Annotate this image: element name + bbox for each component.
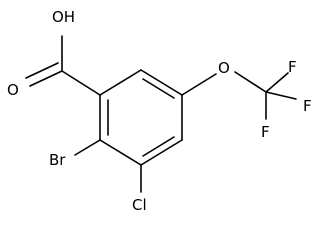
bond-carboxyl-to-carbonyl-oxygen: [29, 70, 63, 87]
ring-bond-c2-c3: [99, 139, 142, 166]
benzene-ring: [99, 69, 183, 166]
ring-bond-c6-c1: [99, 69, 142, 96]
ring-double-bond-c5-c6: [142, 78, 175, 99]
bond-carboxyl-to-carbonyl-oxygen-double: [25, 62, 59, 79]
fluorine-bottom-label: F: [261, 123, 270, 141]
bromine-label: Br: [49, 151, 66, 169]
bond-ether-oxygen-to-cf3-carbon: [234, 71, 267, 93]
chlorine-substituent: Cl: [132, 164, 147, 214]
bond-cf3-to-fluorine-top: [265, 72, 289, 93]
carboxylic-acid-group: OH O: [7, 8, 101, 99]
ether-oxygen-label: O: [218, 59, 230, 77]
fluorine-right-label: F: [303, 97, 312, 115]
bond-ring-to-bromine: [74, 139, 101, 156]
ring-bond-c3-c4: [140, 139, 183, 166]
chlorine-label: Cl: [132, 196, 147, 214]
fluorine-top-label: F: [288, 58, 297, 76]
bromine-substituent: Br: [49, 139, 101, 169]
carbonyl-oxygen-label: O: [7, 81, 19, 99]
bond-ring-to-carboxyl-carbon: [61, 70, 101, 96]
hydroxyl-label: OH: [52, 8, 75, 26]
bond-ring-to-ether-oxygen: [181, 73, 217, 96]
ring-double-bond-c3-c4: [142, 136, 175, 157]
ring-bond-c5-c6: [140, 69, 183, 96]
bond-cf3-to-fluorine-right: [265, 91, 297, 100]
trifluoromethoxy-group: O F F F: [181, 58, 312, 141]
molecule-structure-diagram: OH O O F F F Br Cl: [7, 8, 312, 214]
